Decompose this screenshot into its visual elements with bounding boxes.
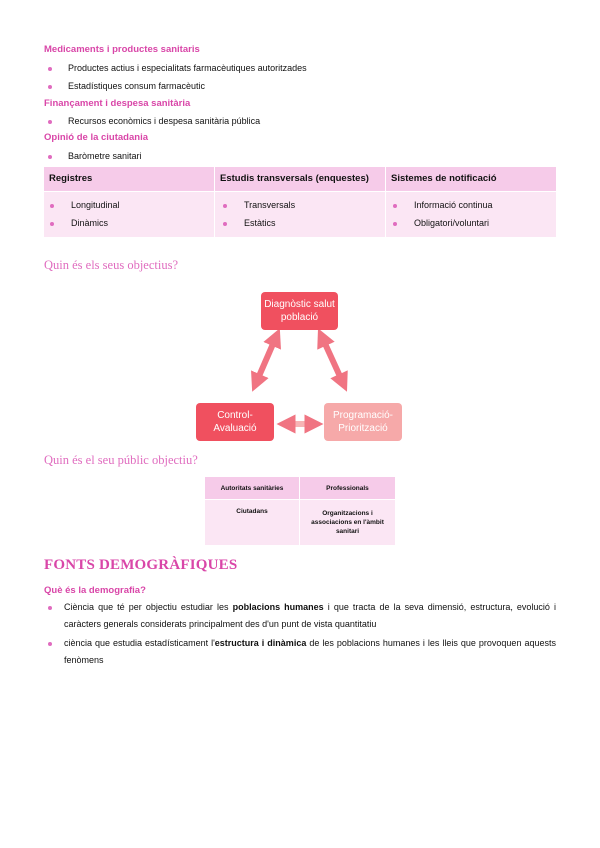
sources-table: Registres Estudis transversals (enqueste…: [44, 167, 556, 237]
bullet-icon: [48, 85, 52, 89]
objectives-heading: Quin és els seus objectius?: [44, 258, 179, 272]
bullet-icon: [50, 222, 54, 226]
bullet-icon: [48, 120, 52, 124]
table-cell: Ciutadans: [205, 500, 299, 545]
table-cell: Informació continua Obligatori/voluntari: [386, 192, 556, 237]
arrow-top-left: [251, 328, 281, 392]
table-header-cell: Registres: [44, 167, 214, 191]
bullet-icon: [223, 222, 227, 226]
table-header-cell: Estudis transversals (enquestes): [215, 167, 385, 191]
table-cell: Professionals: [300, 477, 395, 499]
table-cell: Transversals Estàtics: [215, 192, 385, 237]
demography-subheading: Què és la demografia?: [44, 585, 146, 596]
section-heading-financament: Finançament i despesa sanitària: [44, 98, 191, 109]
definition-paragraph: Ciència que té per objectiu estudiar les…: [64, 602, 556, 629]
table-cell: Longitudinal Dinàmics: [44, 192, 214, 237]
diagram-arrows: [251, 328, 348, 434]
diagram-node-diagnostic: Diagnòstic salut població: [261, 292, 338, 330]
diagram-node-control: Control-Avaluació: [196, 403, 274, 441]
bullet-icon: [48, 155, 52, 159]
bullet-icon: [48, 67, 52, 71]
arrow-top-right: [317, 328, 348, 392]
bullet-icon: [393, 204, 397, 208]
table-header-cell: Sistemes de notificació: [386, 167, 556, 191]
table-cell: Organitzacions i associacions en l'àmbit…: [300, 500, 395, 545]
table-cell: Autoritats sanitàries: [205, 477, 299, 499]
demographic-title: FONTS DEMOGRÀFIQUES: [44, 557, 238, 573]
bullet-icon: [48, 606, 52, 610]
bullet-icon: [50, 204, 54, 208]
bullet-icon: [393, 222, 397, 226]
audience-table: Autoritats sanitàries Professionals Ciut…: [205, 477, 395, 545]
bullet-icon: [223, 204, 227, 208]
audience-heading: Quin és el seu públic objectiu?: [44, 453, 198, 467]
diagram-node-programacio: Programació-Priorització: [324, 403, 402, 441]
bullet-icon: [48, 642, 52, 646]
definition-paragraph: ciència que estudia estadísticament l'es…: [64, 638, 556, 665]
section-heading-opinio: Opinió de la ciutadania: [44, 132, 148, 143]
section-heading-medicaments: Medicaments i productes sanitaris: [44, 44, 200, 55]
